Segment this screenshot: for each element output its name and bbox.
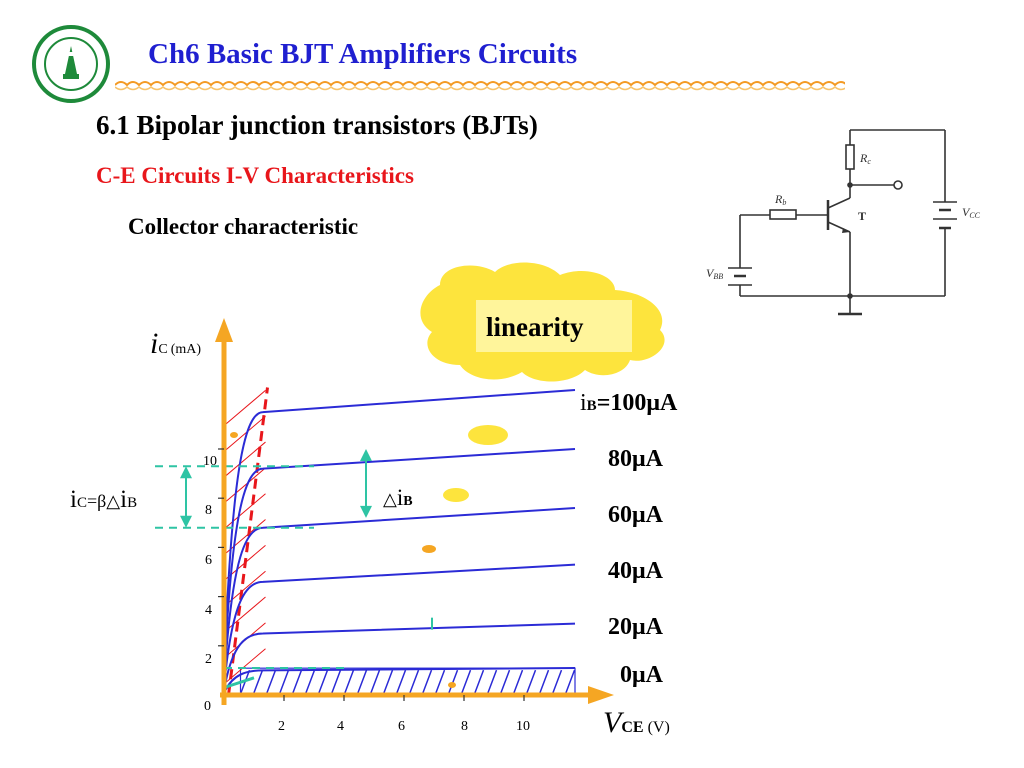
operating-marker — [448, 682, 456, 688]
x-tick-label: 8 — [461, 719, 468, 734]
university-logo — [32, 25, 110, 103]
curve-label-20ua: 20μA — [608, 614, 664, 640]
thought-bubble-large — [468, 425, 508, 445]
collector-characteristic-caption: Collector characteristic — [128, 214, 359, 239]
x-tick-label: 10 — [516, 719, 530, 734]
saturation-boundary — [227, 387, 269, 696]
beta-arrow-head-bottom — [180, 515, 192, 528]
collector-characteristic-plot: linearity iC(mA) VCE(V) iC=β△iB △iB iB=1… — [70, 262, 678, 739]
linearity-label: linearity — [486, 312, 584, 342]
transistor-label: T — [858, 209, 866, 223]
subsection-title: C-E Circuits I-V Characteristics — [96, 163, 414, 188]
section-title: 6.1 Bipolar junction transistors (BJTs) — [96, 110, 538, 140]
y-tick-label: 2 — [205, 652, 212, 667]
curve-label-40ua: 40μA — [608, 558, 664, 584]
ce-circuit-diagram: Rc Rb VCC VBB T — [706, 129, 981, 316]
thought-bubble-medium — [443, 488, 469, 502]
linearity-highlight — [476, 300, 632, 352]
thought-bubble-small — [422, 545, 436, 553]
cutoff-region — [239, 667, 576, 696]
vcc-label: VCC — [962, 205, 981, 220]
origin-guide — [223, 676, 255, 690]
x-tick-label: 4 — [337, 719, 344, 734]
rb-label: Rb — [774, 192, 786, 207]
curve-label-60ua: 60μA — [608, 502, 664, 528]
delta-ib-arrow-head-top — [360, 449, 372, 461]
page-title: Ch6 Basic BJT Amplifiers Circuits — [148, 38, 578, 70]
y-tick-label: 6 — [205, 553, 212, 568]
y-axis-arrow — [215, 318, 233, 342]
x-tick-label: 6 — [398, 719, 405, 734]
cutoff-hatch — [239, 669, 576, 695]
beta-arrow-head-top — [180, 466, 192, 479]
rc-label: Rc — [859, 151, 871, 166]
rc-resistor — [845, 144, 855, 170]
x-tick-label: 0 — [204, 699, 211, 714]
delta-ib-label: △iB — [383, 485, 413, 510]
x-axis-arrow — [588, 686, 614, 704]
delta-ib-arrow-head-bottom — [360, 505, 372, 518]
wavy-divider — [115, 81, 845, 91]
y-tick-label: 4 — [205, 603, 212, 618]
curve-label-0ua: 0μA — [620, 662, 664, 688]
vbb-label: VBB — [706, 266, 723, 281]
curve-label-100ua: iB=100μA — [580, 390, 678, 416]
ic-curve-100ua — [224, 388, 576, 639]
ic-curve-20ua — [224, 622, 576, 683]
y-axis-label: iC(mA) — [150, 327, 201, 360]
ic-curve-40ua — [224, 563, 576, 673]
curve-label-80ua: 80μA — [608, 446, 664, 472]
linearity-cloud: linearity — [420, 262, 665, 382]
y-tick-label: 8 — [205, 503, 212, 518]
ic-curve-60ua — [224, 507, 576, 662]
beta-relation-label: iC=β△iB — [70, 486, 137, 513]
x-axis-label: VCE(V) — [603, 706, 670, 739]
y-tick-label: 10 — [203, 454, 217, 469]
x-tick-label: 2 — [278, 719, 285, 734]
operating-marker — [230, 432, 238, 438]
ic-curve-80ua — [224, 448, 576, 650]
